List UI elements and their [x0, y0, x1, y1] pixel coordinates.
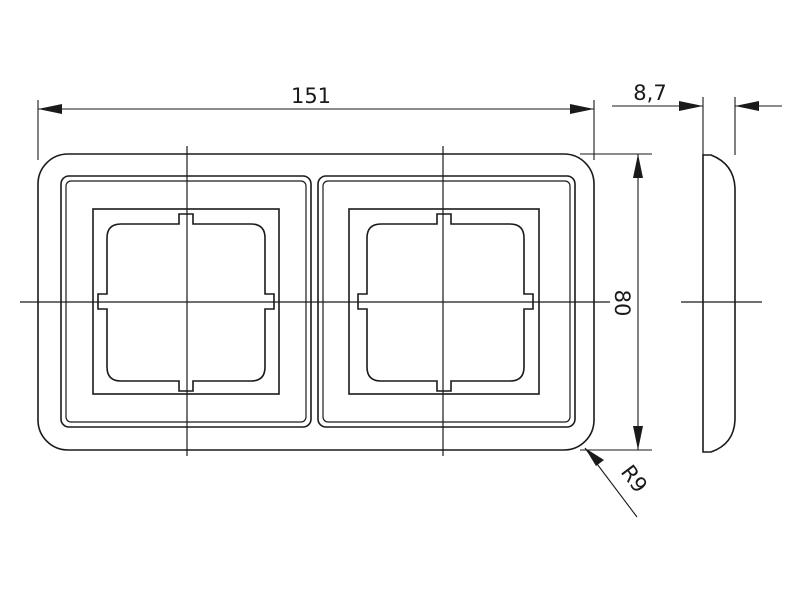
radius-arrow [585, 448, 604, 466]
left-insert-cutout [97, 213, 275, 392]
height-dimension: 80 [580, 153, 652, 451]
depth-arrow-right [735, 101, 759, 111]
centre-lines [20, 146, 610, 456]
depth-dimension: 8,7 [612, 81, 782, 155]
depth-arrow-left [679, 101, 703, 111]
height-label: 80 [610, 290, 634, 317]
height-arrow-top [633, 154, 643, 178]
profile-outline [702, 154, 736, 453]
right-insert-cutout [357, 213, 534, 392]
radius-dimension: R9 [584, 447, 652, 518]
depth-label: 8,7 [633, 81, 666, 105]
side-profile [681, 154, 762, 453]
width-label: 151 [291, 84, 331, 108]
radius-label: R9 [616, 461, 652, 498]
width-arrow-left [38, 104, 62, 114]
width-arrow-right [570, 104, 594, 114]
width-dimension: 151 [37, 84, 595, 160]
height-arrow-bottom [633, 426, 643, 450]
